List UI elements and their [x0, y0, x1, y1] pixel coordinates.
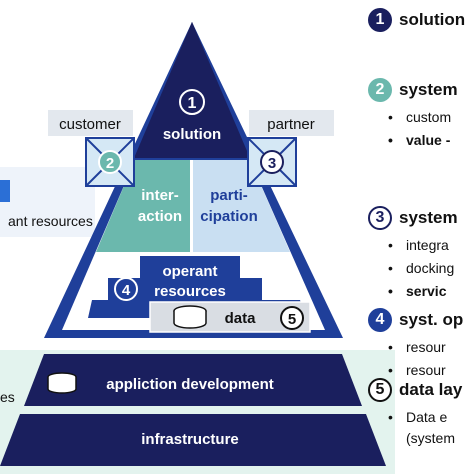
legend-bullet: resour [388, 336, 446, 359]
operant-line1: operant [162, 263, 217, 280]
legend-bullets-2: custom value - [388, 106, 451, 152]
legend-number-2: 2 [368, 78, 392, 102]
operant-line2: resources [154, 283, 226, 300]
participation-block [193, 160, 290, 252]
legend-bullet: resour [388, 359, 446, 382]
legend-title-1: solution [399, 10, 466, 29]
legend-bullet: Data e [388, 406, 447, 429]
solution-label: solution [163, 126, 221, 143]
data-number-circle [280, 306, 304, 330]
legend-subtext-5: (system [406, 430, 455, 446]
legend-number-4: 4 [368, 308, 392, 332]
customer-number: 2 [106, 155, 114, 172]
legend-bullet: docking [388, 257, 454, 280]
left-operant-text: ant resources [8, 213, 93, 229]
partner-number: 3 [268, 155, 276, 172]
legend-item-5: 5 data lay [368, 378, 462, 402]
legend-bullet: custom [388, 106, 451, 129]
legend-title-5: data lay [399, 380, 463, 399]
participation-line2: cipation [200, 208, 258, 225]
infrastructure-layer [0, 414, 386, 466]
legend-item-4: 4 syst. op [368, 308, 463, 332]
legend-item-1: 1 solution [368, 8, 465, 32]
participation-line1: parti- [210, 187, 248, 204]
partner-label: partner [267, 116, 315, 133]
database-icon [173, 305, 207, 329]
app-dev-label: appliction development [106, 376, 274, 393]
legend-item-2: 2 system [368, 78, 458, 102]
legend-item-3: 3 system [368, 206, 458, 230]
legend-title-2: system [399, 80, 458, 99]
legend-bullet: integra [388, 234, 454, 257]
legend-bullets-4: resour resour [388, 336, 446, 382]
app-dev-layer [24, 354, 362, 406]
data-label: data [225, 310, 257, 327]
legend-title-3: system [399, 208, 458, 227]
operant-number-circle [114, 277, 138, 301]
infrastructure-label: infrastructure [141, 431, 239, 448]
interaction-line2: action [138, 208, 182, 225]
legend-bullets-3: integra docking servic [388, 234, 454, 303]
customer-label: customer [59, 116, 121, 133]
legend-bullets-5: Data e [388, 406, 447, 429]
solution-number-circle [179, 89, 205, 115]
interaction-block [96, 160, 190, 252]
customer-label-box [48, 110, 133, 136]
operant-number: 4 [122, 282, 131, 299]
legend-bullet: value - [388, 129, 451, 152]
legend-number-1: 1 [368, 8, 392, 32]
partner-label-box [249, 110, 334, 136]
legend-title-4: syst. op [399, 310, 464, 329]
data-number: 5 [288, 311, 296, 328]
solution-number: 1 [188, 95, 197, 112]
partner-interface: 3 [247, 137, 297, 187]
database-icon-app [47, 372, 77, 394]
legend-bullet: servic [388, 280, 454, 303]
left-bottom-text: es [0, 389, 15, 405]
interaction-line1: inter- [141, 187, 179, 204]
legend-number-3: 3 [368, 206, 392, 230]
customer-interface: 2 [85, 137, 135, 187]
legend-number-5: 5 [368, 378, 392, 402]
left-panel [0, 167, 95, 237]
left-blue-marker [0, 180, 10, 202]
